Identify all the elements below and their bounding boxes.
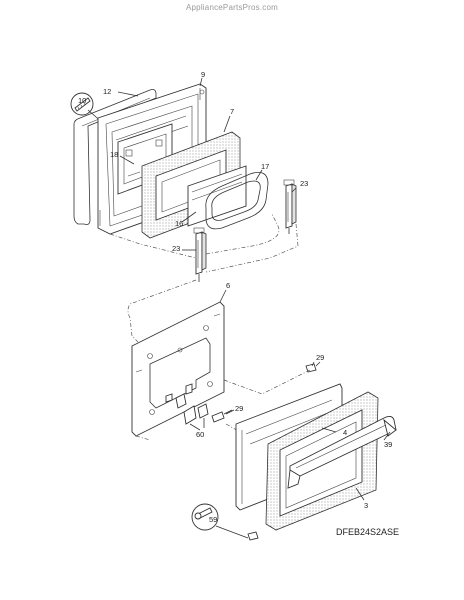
callout-3: 3 bbox=[364, 501, 368, 510]
callout-23-left: 23 bbox=[172, 244, 180, 253]
watermark: AppliancePartsPros.com bbox=[186, 3, 278, 12]
assembly-outline-upper bbox=[109, 213, 299, 343]
part-60-bumpers[interactable] bbox=[165, 383, 209, 431]
callout-16: 16 bbox=[175, 219, 183, 228]
diagram-code: DFEB24S2ASE bbox=[336, 527, 400, 537]
callout-18: 18 bbox=[110, 150, 118, 159]
callout-12: 12 bbox=[103, 87, 111, 96]
part-17-window-gasket[interactable] bbox=[205, 171, 269, 230]
callout-6: 6 bbox=[226, 281, 230, 290]
part-23-hinge-left[interactable] bbox=[193, 227, 207, 282]
callout-29-lower: 29 bbox=[235, 404, 243, 413]
callout-59: 59 bbox=[209, 515, 217, 524]
callout-7: 7 bbox=[230, 107, 234, 116]
callout-29-upper: 29 bbox=[316, 353, 324, 362]
leader-lines bbox=[117, 77, 391, 501]
callout-10: 10 bbox=[78, 96, 86, 105]
part-6-inner-panel[interactable] bbox=[131, 301, 225, 437]
callout-4: 4 bbox=[343, 428, 347, 437]
part-29-screw-lower[interactable] bbox=[211, 409, 233, 423]
callout-9: 9 bbox=[201, 70, 205, 79]
callout-23-right: 23 bbox=[300, 179, 308, 188]
assembly-outline-lower bbox=[135, 369, 311, 441]
callout-39: 39 bbox=[384, 440, 392, 449]
part-23-hinge-right[interactable] bbox=[283, 179, 297, 234]
part-59-screw[interactable] bbox=[191, 503, 259, 541]
callout-17: 17 bbox=[261, 162, 269, 171]
callout-60: 60 bbox=[196, 430, 204, 439]
part-29-screw-upper[interactable] bbox=[305, 361, 321, 373]
part-39-door-handle[interactable] bbox=[287, 415, 397, 489]
callout-labels: 10 12 9 7 18 17 16 23 23 6 29 29 60 4 39… bbox=[78, 70, 392, 524]
